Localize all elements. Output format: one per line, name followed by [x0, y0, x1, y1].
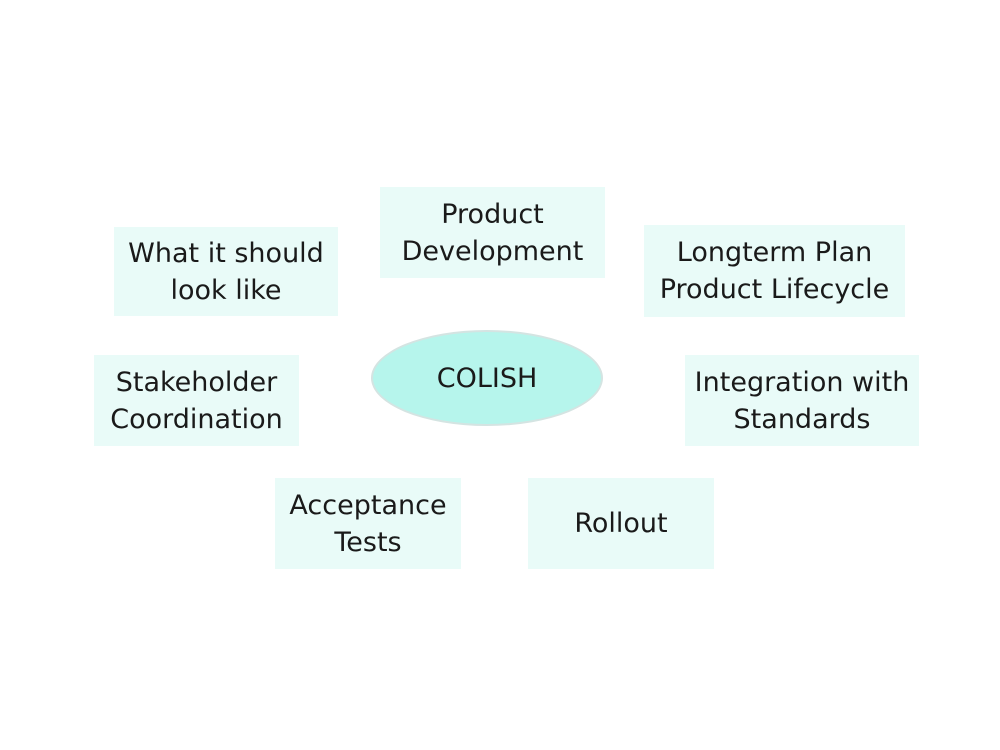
node-label-line: Rollout	[574, 508, 668, 539]
node-label-line: Longterm Plan	[676, 237, 873, 268]
node-label-line: look like	[170, 274, 282, 306]
center-node-label: COLISH	[436, 362, 538, 394]
node-stakeholder-coordination: Stakeholder Coordination	[94, 355, 299, 446]
node-label-line: Coordination	[110, 403, 283, 435]
node-rollout: Rollout	[528, 478, 714, 569]
node-label-line: Stakeholder	[115, 366, 278, 398]
node-what-it-should-look-like: What it should look like	[114, 227, 338, 316]
node-integration-with-standards: Integration with Standards	[685, 355, 919, 446]
node-label-line: Standards	[733, 403, 871, 435]
node-label-line: What it should	[128, 237, 324, 269]
node-product-development: Product Development	[380, 187, 605, 278]
node-label-line: Tests	[334, 526, 402, 558]
center-node-colish: COLISH	[371, 330, 603, 426]
node-label-line: Integration with	[694, 366, 910, 398]
node-label-line: Product	[441, 198, 544, 230]
node-label-line: Development	[401, 235, 584, 267]
node-label-line: Acceptance	[289, 489, 447, 521]
node-label-line: Product Lifecycle	[659, 274, 890, 305]
node-acceptance-tests: Acceptance Tests	[275, 478, 461, 569]
node-longterm-plan: Longterm Plan Product Lifecycle	[644, 225, 905, 317]
